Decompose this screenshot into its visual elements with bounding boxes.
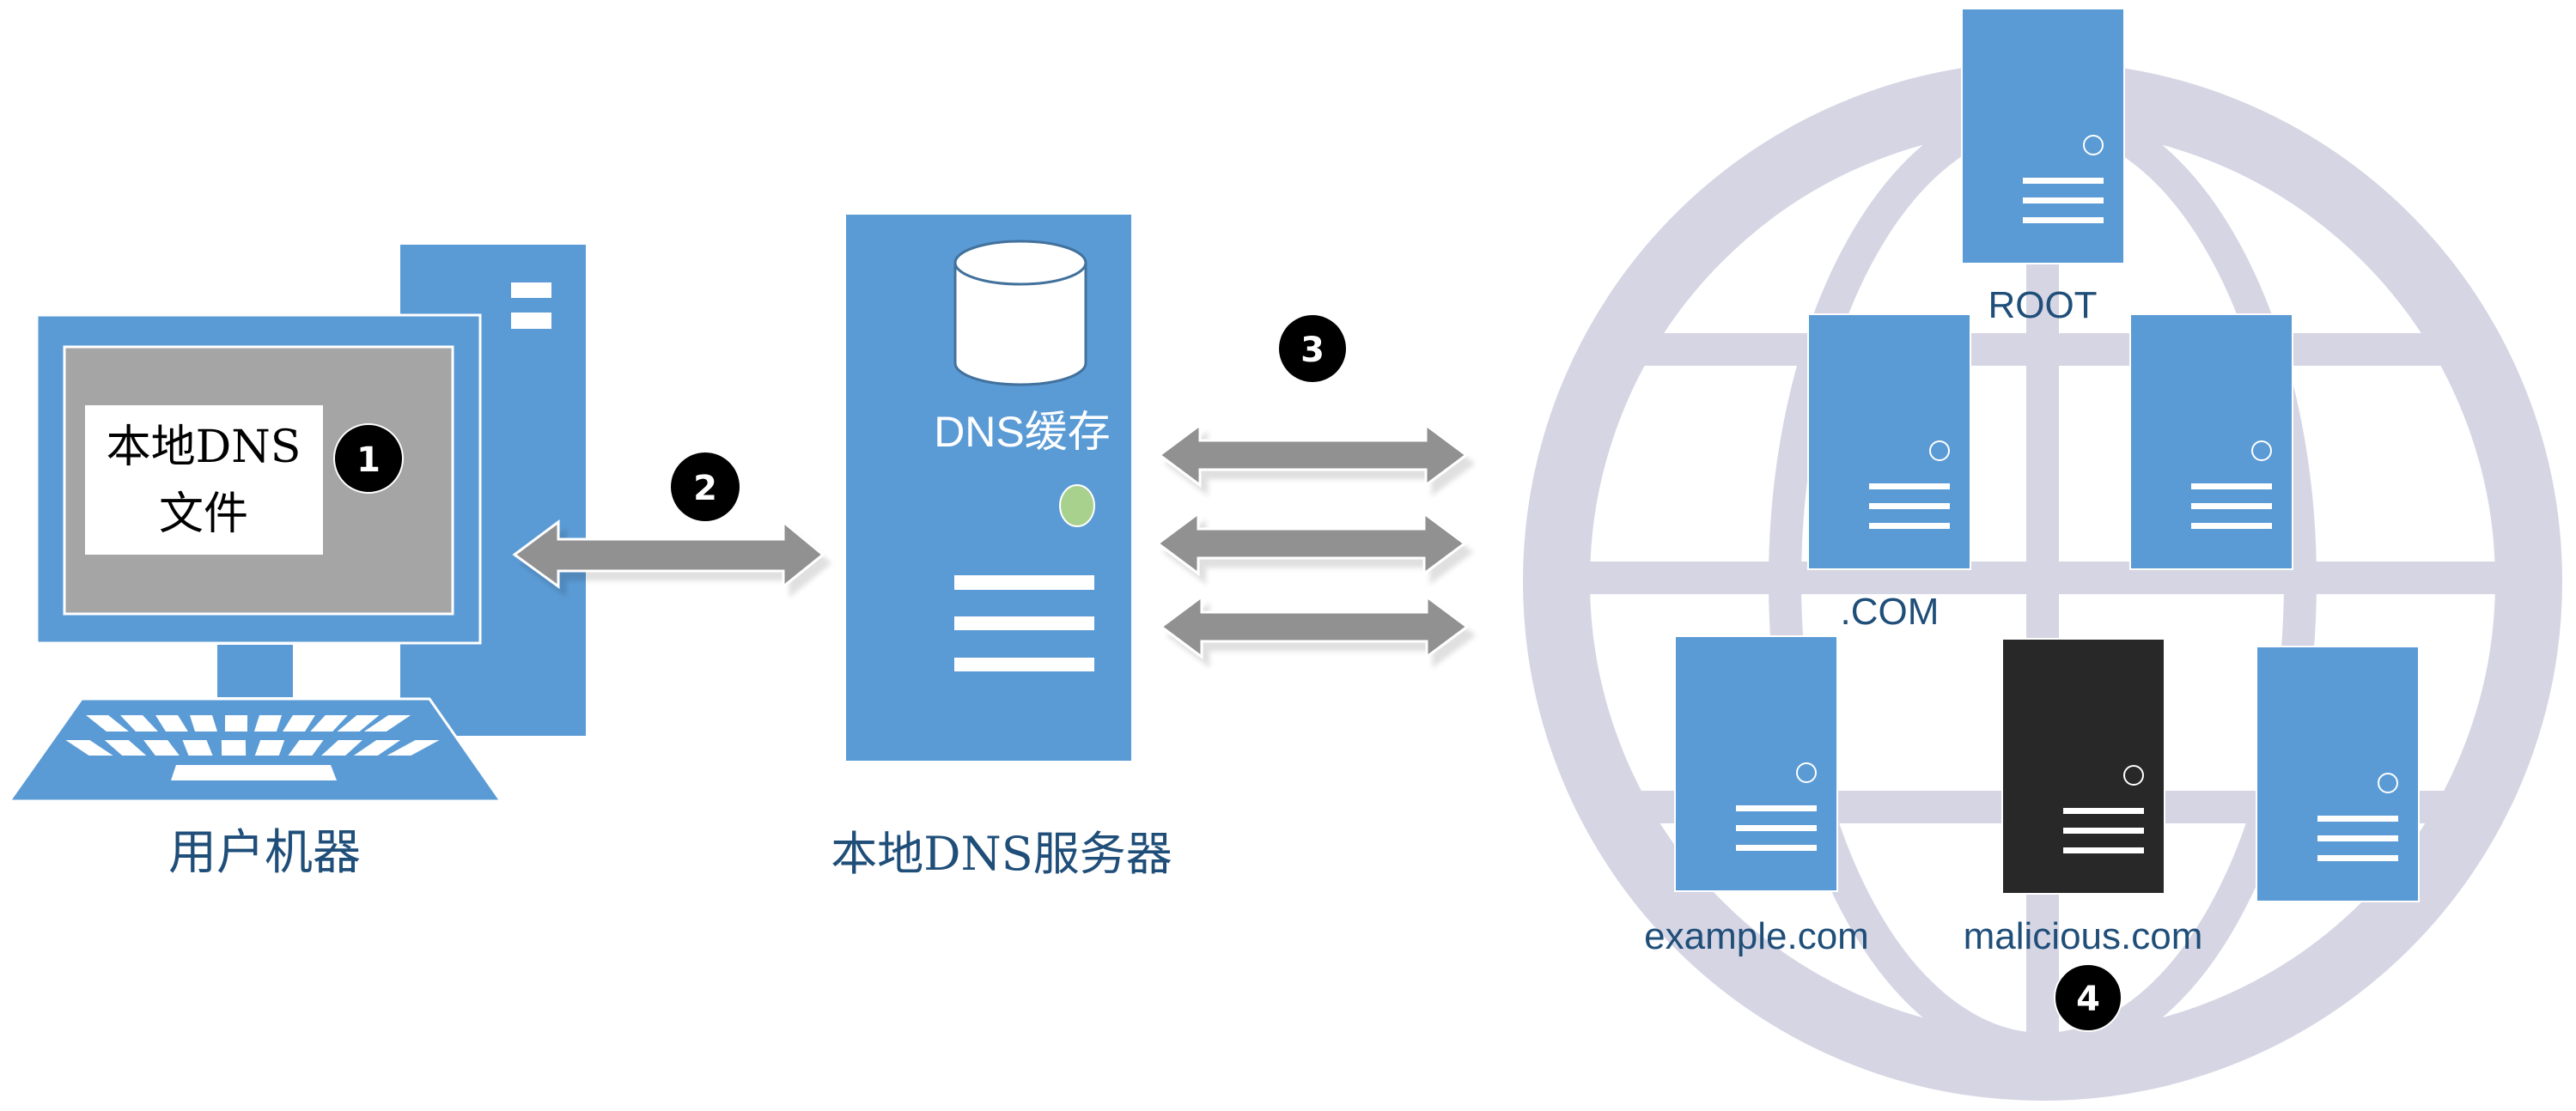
step-badge-4: 4 [2054,963,2122,1032]
keyboard-key [283,715,315,732]
status-led-icon [1059,484,1095,527]
dns-server-other-domain [2256,646,2420,902]
server-slot [2063,828,2144,834]
dns-server-com-tld: .COM [1807,313,1971,633]
keyboard-key [321,740,362,756]
double-arrow-icon [512,519,825,590]
malicious-server-icon [2001,638,2165,895]
power-button-icon [2123,765,2144,786]
note-line-2: 文件 [159,489,248,540]
monitor-stand [217,645,293,697]
keyboard-key [182,740,213,756]
step-badge-2: 2 [671,452,740,521]
step-badge-1-number: 1 [356,440,381,480]
keyboard-key [104,740,147,756]
keyboard-key [353,740,401,756]
user-machine-label: 用户机器 [168,825,361,881]
server-slot-3 [954,658,1094,671]
step-badge-4-number: 4 [2076,980,2100,1019]
dns-server-root: ROOT [1961,8,2125,326]
spacebar [171,765,337,780]
keyboard-key [254,740,285,756]
local-dns-file-note: 本地DNS 文件 [85,405,323,555]
server-slot [1736,825,1817,831]
keyboard-key [337,715,380,732]
keyboard-key [288,740,324,756]
server-slot [2063,847,2144,853]
keyboard-key [190,715,217,732]
server-slot [1869,523,1950,529]
keyboard-key [253,715,283,732]
note-line-1: 本地DNS [107,422,301,473]
keyboard-key [310,715,348,732]
server-icon [1674,635,1838,892]
power-button-icon [1929,440,1950,461]
power-button-icon [2251,440,2272,461]
dns-server-tld-other [2129,313,2293,570]
server-slot [2317,835,2398,841]
step-badge-1: 1 [333,423,404,494]
server-icon [1807,313,1971,570]
power-button-icon [1796,762,1817,783]
server-slot [2317,855,2398,861]
keyboard-key [387,740,440,756]
dns-server-label: .COM [1841,591,1940,633]
step-badge-2-number: 2 [693,469,717,508]
user-machine: 本地DNS 文件 1 用户机器 [7,245,586,881]
server-slot [2063,808,2144,814]
internet-globe: ROOT .COM example.com malicious.com 4 [1523,8,2562,1101]
server-icon [1961,8,2125,264]
server-icon [2256,646,2420,902]
server-slot [2191,503,2272,509]
server-slot-1 [954,575,1094,590]
power-button-icon [2378,773,2398,793]
keyboard-key [120,715,158,732]
server-slot [2191,483,2272,489]
double-arrow-icon [1157,422,1469,488]
database-cylinder-icon [953,240,1087,386]
server-slot [2023,197,2104,203]
step-badge-3-number: 3 [1300,331,1325,370]
drive-bay-2 [511,313,551,329]
keyboard-key [155,715,188,732]
keyboard-key [65,740,113,756]
double-arrow-icon [1155,511,1467,576]
keyboard-key [224,715,248,732]
dns-server-label: example.com [1644,915,1869,957]
drive-bay-1 [511,282,551,298]
dns-server-label: ROOT [1988,284,2097,326]
power-button-icon [2083,135,2104,155]
dns-server-label: malicious.com [1964,915,2203,957]
server-slot [2023,178,2104,184]
local-dns-server: DNS缓存 本地DNS服务器 [831,215,1172,881]
recursive-query-arrows: 3 [1155,315,1470,659]
keyboard-icon [7,697,503,803]
dns-server-malicious-com: malicious.com [1964,638,2203,957]
server-slot [1736,845,1817,851]
query-arrow-user-to-local: 2 [512,452,825,590]
server-slot [2023,217,2104,223]
server-slot [1869,483,1950,489]
dns-cache-label: DNS缓存 [934,408,1111,456]
server-icon [2129,313,2293,570]
dns-server-example-com: example.com [1644,635,1869,957]
keyboard-key [143,740,180,756]
server-slot [1736,805,1817,811]
server-slot [2317,816,2398,822]
server-slot [2191,523,2272,529]
keyboard-key [221,740,247,756]
step-badge-3: 3 [1279,315,1346,382]
keyboard-key [86,715,129,732]
keyboard-key [363,715,411,732]
local-dns-server-label: 本地DNS服务器 [831,827,1172,881]
server-slot [1869,503,1950,509]
double-arrow-icon [1159,594,1470,659]
server-slot-2 [954,616,1094,630]
